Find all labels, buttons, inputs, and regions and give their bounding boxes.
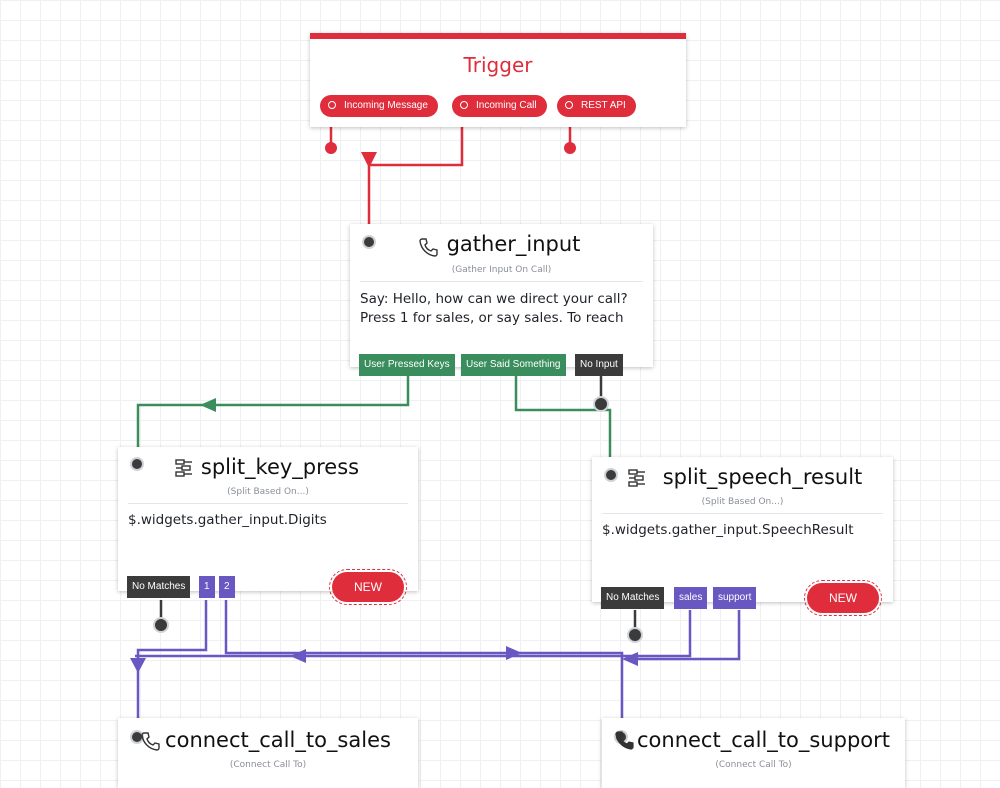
node-subtitle: (Split Based On...) — [227, 487, 309, 497]
transition-user-pressed-keys[interactable]: User Pressed Keys — [359, 354, 455, 376]
wire-user-pressed-keys — [136, 376, 410, 448]
arrow-purple-3 — [290, 649, 306, 663]
transition-2[interactable]: 2 — [219, 576, 235, 598]
split-icon — [175, 459, 192, 477]
phone-connect-icon — [615, 731, 634, 750]
wire-sales — [135, 610, 692, 658]
trigger-incoming-message[interactable]: Incoming Message — [320, 95, 438, 117]
node-title: connect_call_to_sales — [165, 728, 391, 752]
ring-icon — [328, 101, 336, 109]
node-title: split_speech_result — [662, 465, 863, 489]
node-body: $.widgets.gather_input.Digits — [128, 512, 327, 528]
node-subtitle: (Connect Call To) — [715, 760, 792, 770]
arrow-purple-2 — [506, 646, 522, 660]
transition-no-matches[interactable]: No Matches — [127, 576, 191, 598]
trigger-incoming-message-label: Incoming Message — [344, 100, 428, 111]
wire-support — [628, 610, 741, 661]
transition-support[interactable]: support — [713, 587, 757, 609]
dot-no-matches-right — [627, 627, 643, 643]
ring-icon — [565, 101, 573, 109]
split-icon — [628, 469, 645, 487]
widget-split-key-press[interactable]: split_key_press (Split Based On...) $.wi… — [118, 447, 418, 605]
node-body: Say: Hello, how can we direct your call?… — [360, 291, 628, 326]
transition-no-input[interactable]: No Input — [575, 354, 623, 376]
trigger-rest-api-label: REST API — [581, 100, 626, 111]
widget-connect-call-to-support[interactable]: connect_call_to_support (Connect Call To… — [602, 718, 905, 788]
trigger-incoming-call[interactable]: Incoming Call — [452, 95, 547, 117]
widget-gather-input[interactable]: gather_input (Gather Input On Call) Say:… — [350, 224, 653, 376]
arrow-purple-4 — [622, 652, 638, 666]
arrow-red — [361, 152, 377, 168]
arrow-purple-1 — [130, 658, 146, 673]
node-divider — [602, 513, 883, 514]
wire-incoming-call — [367, 110, 464, 225]
transition-sales[interactable]: sales — [674, 587, 708, 609]
input-dot[interactable] — [362, 235, 376, 249]
widget-split-speech-result[interactable]: split_speech_result (Split Based On...) … — [592, 457, 893, 616]
trigger-incoming-call-label: Incoming Call — [476, 100, 537, 111]
node-body: $.widgets.gather_input.SpeechResult — [602, 522, 854, 538]
dot-no-input — [593, 396, 609, 412]
trigger-title: Trigger — [463, 53, 533, 77]
ring-icon — [460, 101, 468, 109]
node-subtitle: (Connect Call To) — [229, 760, 307, 770]
input-dot[interactable] — [130, 457, 144, 471]
transition-1[interactable]: 1 — [199, 576, 215, 598]
trigger-node[interactable]: Trigger Incoming Message Incoming Call R… — [310, 33, 686, 127]
wire-press-2 — [224, 600, 624, 720]
wire-press-1 — [136, 600, 208, 720]
dot-incoming-message — [325, 142, 337, 154]
new-transition-button[interactable]: NEW — [329, 569, 407, 605]
widget-connect-call-to-sales[interactable]: connect_call_to_sales (Connect Call To) — [118, 718, 418, 788]
arrow-green-left — [200, 398, 216, 412]
node-divider — [128, 503, 408, 504]
new-transition-button[interactable]: NEW — [804, 580, 882, 616]
phone-connect-icon — [141, 732, 160, 751]
trigger-rest-api[interactable]: REST API — [557, 95, 636, 117]
wire-user-said-something — [514, 376, 612, 458]
phone-icon — [419, 238, 438, 257]
node-title: split_key_press — [200, 455, 360, 479]
dot-rest-api — [564, 142, 576, 154]
node-subtitle: (Gather Input On Call) — [451, 265, 552, 275]
node-divider — [360, 281, 643, 282]
transition-user-said-something[interactable]: User Said Something — [461, 354, 566, 376]
input-dot[interactable] — [604, 468, 618, 482]
node-title: connect_call_to_support — [636, 728, 890, 752]
node-subtitle: (Split Based On...) — [701, 497, 784, 507]
node-title: gather_input — [446, 232, 581, 256]
dot-no-matches-left — [153, 617, 169, 633]
transition-no-matches[interactable]: No Matches — [601, 587, 665, 609]
